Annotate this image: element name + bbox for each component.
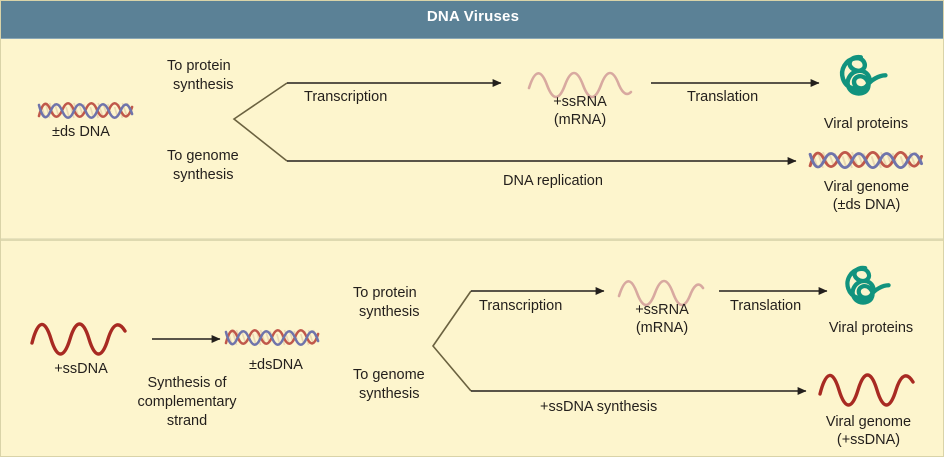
branch-label-protein-line1: To protein (167, 58, 231, 74)
transcription-label-bottom: Transcription (479, 298, 563, 314)
branch-label-genome-line1: To genome (167, 148, 239, 164)
branch-label-protein-line2-bottom: synthesis (359, 304, 420, 320)
translation-label-top: Translation (687, 89, 759, 105)
viral-proteins-label-bottom: Viral proteins (828, 320, 914, 336)
viral-genome-dsdna-label-line1: Viral genome (823, 179, 910, 195)
mrna-label-line1-top: +ssRNA (553, 94, 607, 110)
dsdna-intermediate-label: ±dsDNA (249, 357, 303, 373)
viral-genome-ssdna-label-line1: Viral genome (825, 414, 912, 430)
ssdna-synthesis-label: +ssDNA synthesis (540, 399, 658, 415)
complementary-synthesis-line2: complementary (137, 394, 237, 410)
panel-dsdna-pathway (1, 39, 943, 239)
complementary-synthesis-line1: Synthesis of (147, 375, 227, 391)
figure-title: DNA Viruses (426, 8, 520, 25)
branch-label-genome-line1-bottom: To genome (353, 367, 425, 383)
viral-genome-dsdna-label-line2: (±ds DNA) (832, 197, 901, 213)
mrna-label-line2-bottom: (mRNA) (635, 320, 689, 336)
translation-label-bottom: Translation (730, 298, 802, 314)
dna-replication-label: DNA replication (503, 173, 603, 189)
branch-label-protein-line2: synthesis (173, 77, 234, 93)
branch-label-genome-line2: synthesis (173, 167, 234, 183)
viral-genome-ssdna-label-line2: (+ssDNA) (836, 432, 901, 448)
complementary-synthesis-line3: strand (166, 413, 208, 429)
panel-ssdna-pathway (1, 241, 943, 456)
transcription-label-top: Transcription (304, 89, 388, 105)
mrna-label-line2-top: (mRNA) (553, 112, 607, 128)
dsdna-start-label: ±ds DNA (52, 124, 110, 140)
figure-header-bar: DNA Viruses (1, 1, 943, 39)
branch-label-protein-line1-bottom: To protein (353, 285, 417, 301)
branch-label-genome-line2-bottom: synthesis (359, 386, 420, 402)
ssdna-start-label: +ssDNA (54, 361, 108, 377)
viral-proteins-label-top: Viral proteins (823, 116, 909, 132)
mrna-label-line1-bottom: +ssRNA (635, 302, 689, 318)
panel-divider (1, 238, 943, 241)
